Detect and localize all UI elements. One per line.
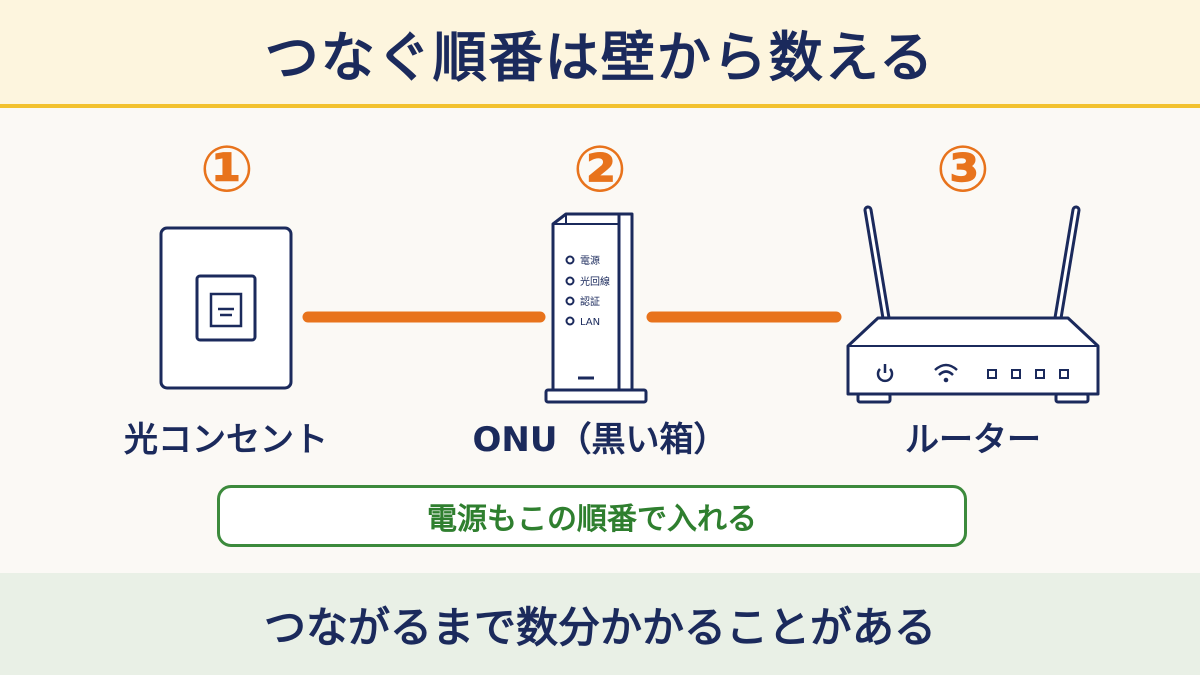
led-label-optical: 光回線 (580, 275, 610, 288)
footer-banner: つながるまで数分かかることがある (0, 573, 1200, 675)
port-led-icon (987, 369, 997, 379)
power-icon (876, 364, 894, 383)
led-optical-icon (565, 276, 575, 286)
wifi-icon (934, 363, 958, 383)
footer-text: つながるまで数分かかることがある (263, 602, 936, 652)
step-label-outlet: 光コンセント (124, 420, 328, 460)
optical-outlet-icon (159, 226, 293, 390)
port-led-icon (1011, 369, 1021, 379)
step-number-1: ① (199, 133, 255, 207)
port-led-icon (1059, 369, 1069, 379)
router-device-icon (846, 205, 1100, 404)
led-label-power: 電源 (580, 254, 600, 267)
led-lan-icon (565, 316, 575, 326)
step-number-2: ② (572, 133, 628, 207)
onu-device-icon: 電源 光回線 認証 LAN (544, 212, 648, 404)
note-box: 電源もこの順番で入れる (217, 485, 967, 547)
header-banner: つなぐ順番は壁から数える (0, 0, 1200, 108)
step-label-onu: ONU（黒い箱） (472, 420, 728, 460)
page-title: つなぐ順番は壁から数える (264, 25, 936, 89)
led-power-icon (565, 255, 575, 265)
step-number-3: ③ (935, 133, 991, 207)
step-label-router: ルーター (905, 420, 1041, 460)
led-label-auth: 認証 (580, 295, 600, 308)
note-text: 電源もこの順番で入れる (427, 502, 757, 537)
led-auth-icon (565, 296, 575, 306)
port-led-icon (1035, 369, 1045, 379)
led-label-lan: LAN (580, 317, 600, 328)
